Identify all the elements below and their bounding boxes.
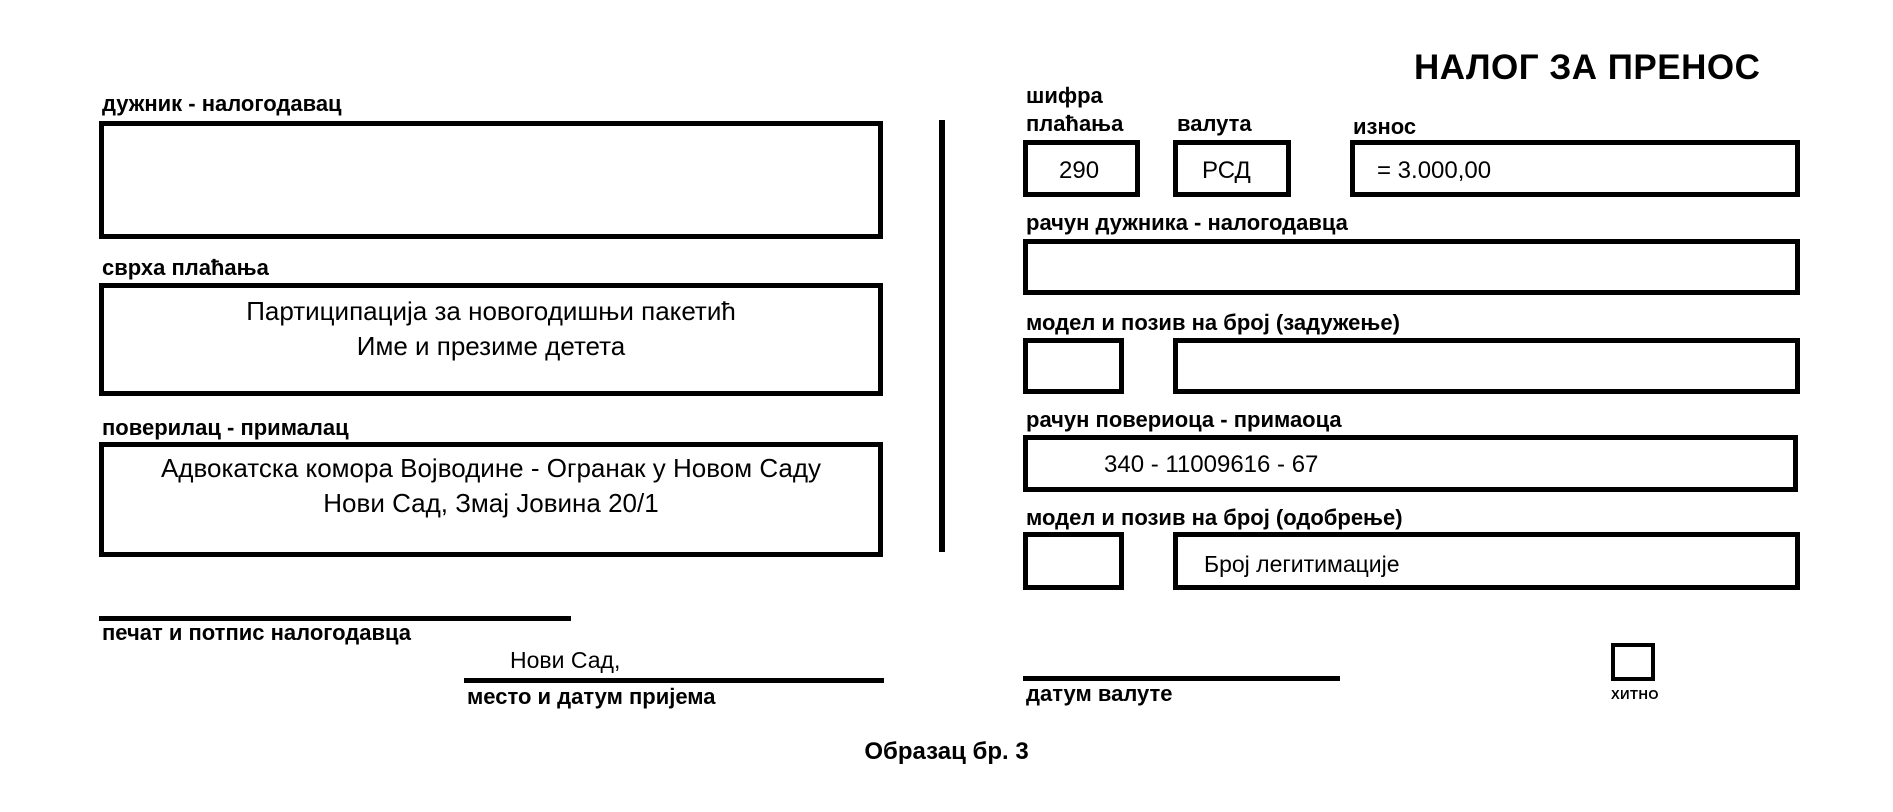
recipient-account-field[interactable]: 340 - 11009616 - 67 — [1023, 435, 1798, 492]
payer-label: дужник - налогодавац — [102, 91, 342, 116]
credit-model-label: модел и позив на број (одобрење) — [1026, 505, 1403, 530]
payer-account-label: рачун дужника - налогодавца — [1026, 210, 1348, 235]
debit-reference-field[interactable] — [1173, 338, 1800, 394]
signature-line — [99, 616, 571, 621]
value-date-label: датум валуте — [1026, 681, 1173, 706]
credit-reference-value: Број легитимације — [1204, 551, 1400, 577]
currency-field[interactable]: РСД — [1173, 140, 1291, 197]
urgent-checkbox[interactable] — [1611, 643, 1655, 681]
payer-account-field[interactable] — [1023, 239, 1800, 295]
currency-value: РСД — [1202, 157, 1251, 184]
debit-model-label: модел и позив на број (задужење) — [1026, 310, 1400, 335]
payment-code-label-2: плаћања — [1026, 111, 1124, 136]
form-footer: Образац бр. 3 — [864, 738, 1029, 765]
signature-label: печат и потпис налогодавца — [102, 620, 412, 645]
recipient-field[interactable]: Адвокатска комора Војводине - Огранак у … — [99, 442, 883, 557]
urgent-label: ХИТНО — [1611, 687, 1659, 702]
payer-field[interactable] — [99, 121, 883, 239]
payment-code-value: 290 — [1059, 157, 1100, 184]
currency-label: валута — [1177, 111, 1252, 136]
recipient-account-label: рачун повериоца - примаоца — [1026, 407, 1342, 432]
debit-model-field[interactable] — [1023, 338, 1124, 394]
payment-code-field[interactable]: 290 — [1023, 140, 1140, 197]
recipient-line-2: Нови Сад, Змај Јовина 20/1 — [323, 488, 659, 518]
place-value: Нови Сад, — [510, 647, 621, 673]
purpose-line-2: Име и презиме детета — [356, 331, 626, 361]
recipient-text: Адвокатска комора Војводине - Огранак у … — [104, 451, 878, 521]
recipient-line-1: Адвокатска комора Војводине - Огранак у … — [160, 453, 822, 483]
recipient-account-value: 340 - 11009616 - 67 — [1104, 451, 1319, 478]
amount-label: износ — [1353, 114, 1417, 139]
value-date-line — [1023, 676, 1340, 681]
form-title: НАЛОГ ЗА ПРЕНОС — [1414, 48, 1761, 87]
amount-value: = 3.000,00 — [1377, 157, 1492, 184]
purpose-line-1: Партиципација за новогодишњи пакетић — [246, 296, 736, 326]
purpose-field[interactable]: Партиципација за новогодишњи пакетић Име… — [99, 283, 883, 396]
payment-code-label-1: шифра — [1026, 83, 1103, 108]
amount-field[interactable]: = 3.000,00 — [1350, 140, 1800, 197]
purpose-text: Партиципација за новогодишњи пакетић Име… — [104, 294, 878, 364]
recipient-label: поверилац - прималац — [102, 415, 349, 440]
vertical-divider — [939, 120, 945, 552]
credit-model-field[interactable] — [1023, 532, 1124, 590]
place-date-label: место и датум пријема — [467, 684, 716, 709]
purpose-label: сврха плаћања — [102, 255, 269, 280]
place-date-line — [464, 678, 884, 683]
credit-reference-field[interactable]: Број легитимације — [1173, 532, 1800, 590]
